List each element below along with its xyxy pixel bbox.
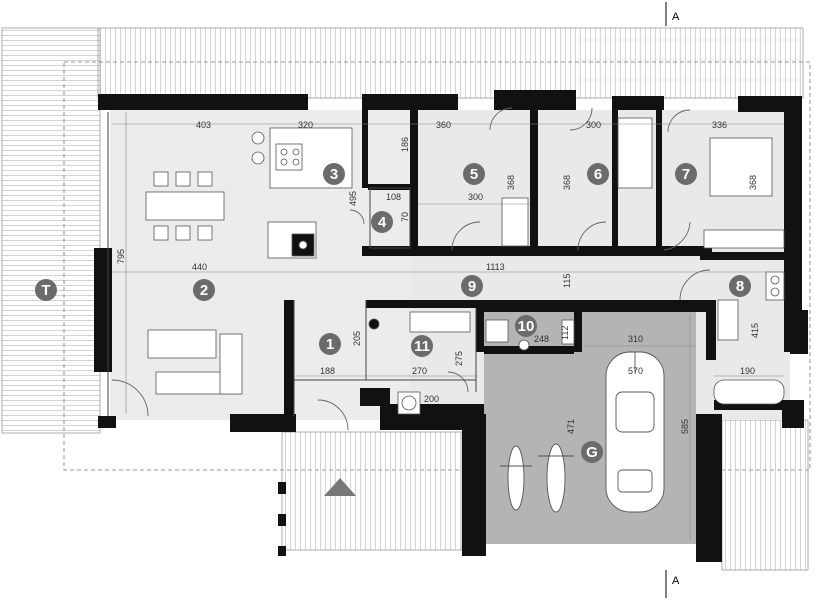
room-marker-1: 1 (319, 333, 341, 355)
svg-text:10: 10 (518, 318, 535, 335)
motorbike-icon (500, 443, 574, 513)
svg-text:1: 1 (326, 336, 334, 353)
svg-text:G: G (586, 444, 598, 461)
dim-795: 795 (116, 249, 126, 264)
furniture (145, 117, 785, 415)
dim-368-room5: 368 (506, 175, 516, 190)
svg-text:6: 6 (594, 166, 602, 183)
svg-text:2: 2 (200, 282, 208, 299)
svg-text:8: 8 (736, 278, 744, 295)
dim-300-corridor: 300 (468, 192, 483, 202)
dim-360: 360 (436, 120, 451, 130)
section-mark-top: A (665, 2, 680, 26)
dim-570: 570 (628, 366, 643, 376)
dim-471: 471 (566, 419, 576, 434)
room-marker-6: 6 (587, 163, 609, 185)
svg-text:4: 4 (378, 214, 387, 231)
dim-440: 440 (192, 262, 207, 272)
room-marker-5: 5 (463, 163, 485, 185)
svg-text:9: 9 (468, 278, 476, 295)
svg-text:A: A (672, 575, 680, 587)
dim-495: 495 (348, 191, 358, 206)
walls (94, 90, 808, 562)
svg-text:7: 7 (682, 166, 690, 183)
car-icon (605, 351, 665, 513)
dim-300: 300 (586, 120, 601, 130)
room-marker-11: 11 (411, 335, 433, 357)
dim-186: 186 (400, 137, 410, 152)
doors (111, 107, 711, 431)
dim-248: 248 (534, 334, 549, 344)
room-marker-4: 4 (371, 211, 393, 233)
dim-270: 270 (412, 366, 427, 376)
room-marker-2: 2 (193, 279, 215, 301)
room-marker-10: 10 (515, 315, 537, 337)
dim-108: 108 (386, 192, 401, 202)
dim-585: 585 (680, 419, 690, 434)
dim-275: 275 (454, 351, 464, 366)
dim-112: 112 (560, 326, 570, 340)
dim-368-room6: 368 (562, 175, 572, 190)
svg-text:3: 3 (330, 166, 338, 183)
dim-1113: 1113 (486, 262, 505, 272)
dimension-lines (112, 112, 784, 540)
dim-336: 336 (712, 120, 727, 130)
dim-403: 403 (196, 120, 211, 130)
dim-190: 190 (740, 366, 755, 376)
dim-368-room7: 368 (748, 175, 758, 190)
entrance-steps (278, 431, 463, 556)
dim-200: 200 (424, 394, 439, 404)
room-marker-7: 7 (675, 163, 697, 185)
room-marker-garage: G (581, 441, 603, 463)
dim-188: 188 (320, 366, 335, 376)
dim-115: 115 (562, 274, 572, 288)
svg-text:T: T (41, 282, 50, 299)
room-marker-terrace: T (35, 279, 57, 301)
dim-310: 310 (628, 334, 643, 344)
dim-415: 415 (750, 323, 760, 338)
section-mark-bottom: A (665, 570, 680, 598)
room-marker-9: 9 (461, 275, 483, 297)
room-marker-3: 3 (323, 163, 345, 185)
svg-text:5: 5 (470, 166, 478, 183)
dim-320: 320 (298, 120, 313, 130)
svg-text:A: A (672, 11, 680, 23)
dim-205: 205 (352, 331, 362, 346)
partition-lines (107, 112, 477, 416)
svg-text:11: 11 (414, 338, 430, 355)
room-marker-8: 8 (729, 275, 751, 297)
dim-70: 70 (400, 212, 410, 222)
